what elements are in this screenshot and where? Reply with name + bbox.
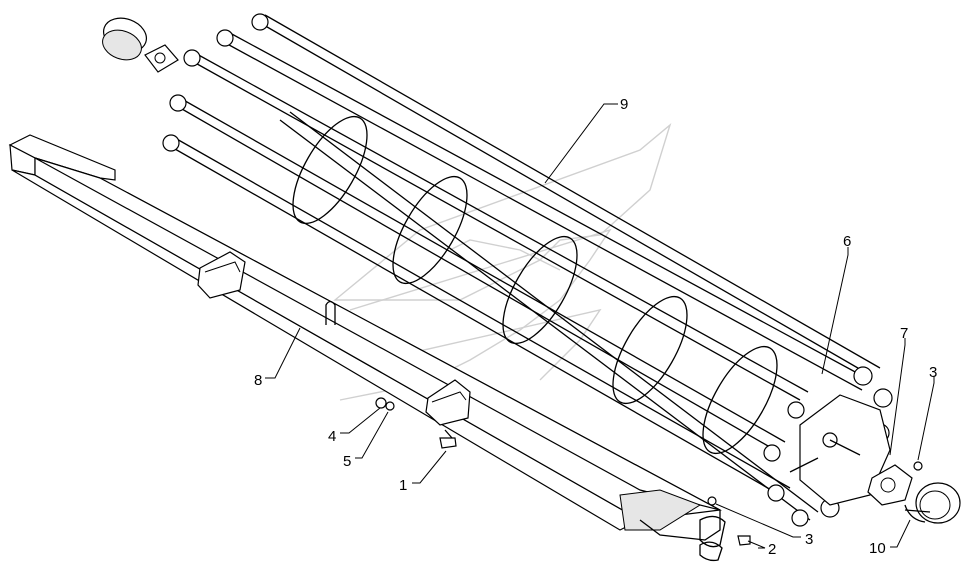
nut-right xyxy=(913,461,923,471)
nut-3 xyxy=(707,496,717,506)
callout-6: 6 xyxy=(843,233,851,250)
bearing-flange xyxy=(867,464,913,506)
callout-1: 1 xyxy=(399,477,407,494)
callout-3-upper: 3 xyxy=(929,364,937,381)
bolt-1 xyxy=(439,429,457,449)
callout-5: 5 xyxy=(343,453,351,470)
callout-4: 4 xyxy=(328,428,336,445)
leader-lines xyxy=(265,103,935,549)
bolt-2 xyxy=(737,535,751,546)
wheel-cap xyxy=(904,482,961,524)
washer-5 xyxy=(385,401,395,411)
callout-9: 9 xyxy=(620,96,628,113)
callout-labels: 9 8 6 7 3 4 5 1 2 3 10 xyxy=(254,96,937,558)
pin xyxy=(789,457,819,473)
bearing-assembly-left xyxy=(102,17,179,73)
callout-3-lower: 3 xyxy=(805,531,813,548)
callout-10: 10 xyxy=(869,540,886,557)
callout-2: 2 xyxy=(768,541,776,558)
cage-roller xyxy=(162,13,893,527)
callout-7: 7 xyxy=(900,325,908,342)
nut-4 xyxy=(375,397,387,409)
frame-beam xyxy=(8,134,726,562)
callout-8: 8 xyxy=(254,372,262,389)
